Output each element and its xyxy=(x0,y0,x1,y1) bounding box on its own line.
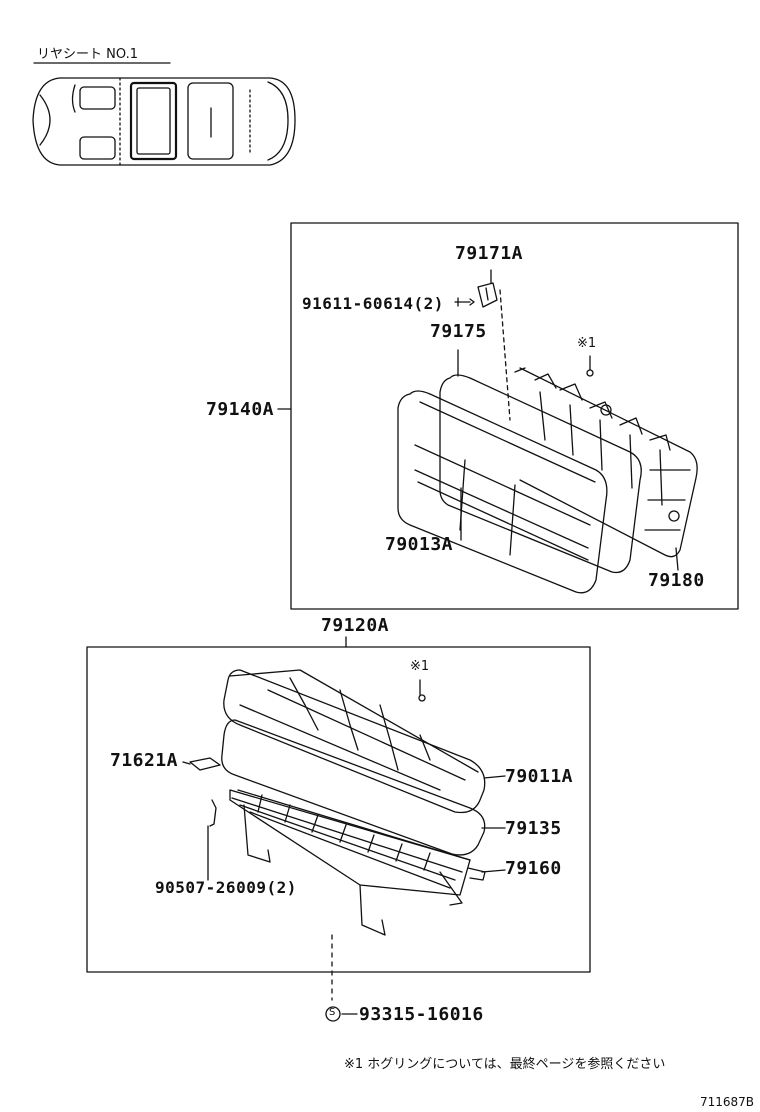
part-label-71621A: 71621A xyxy=(110,750,179,771)
part-label-79180: 79180 xyxy=(648,570,705,591)
diagram-title: リヤシート NO.1 xyxy=(37,47,138,62)
part-label-93315-16016: 93315-16016 xyxy=(359,1004,484,1025)
upper-group-frame xyxy=(290,222,739,610)
part-label-79011A: 79011A xyxy=(505,766,574,787)
vehicle-layout-thumbnail xyxy=(32,62,296,166)
standard-part-symbol: S xyxy=(329,1007,336,1018)
diagram-code: 711687B xyxy=(700,1095,755,1109)
lower-group-frame xyxy=(86,646,591,973)
part-label-91611-60614: 91611-60614(2) xyxy=(302,294,444,313)
part-label-79160: 79160 xyxy=(505,858,562,879)
part-label-79175: 79175 xyxy=(430,321,487,342)
part-label-79140A: 79140A xyxy=(206,399,275,420)
part-label-90507-26009: 90507-26009(2) xyxy=(155,878,297,897)
hog-ring-note-mark-lower: ※1 xyxy=(410,659,430,674)
part-label-79171A: 79171A xyxy=(455,243,524,264)
hog-ring-note-mark-upper: ※1 xyxy=(577,336,597,351)
part-label-79120A: 79120A xyxy=(321,615,390,636)
footnote-hog-ring: ※1 ホグリングについては、最終ページを参照ください xyxy=(344,1057,666,1072)
part-label-79135: 79135 xyxy=(505,818,562,839)
part-label-79013A: 79013A xyxy=(385,534,454,555)
